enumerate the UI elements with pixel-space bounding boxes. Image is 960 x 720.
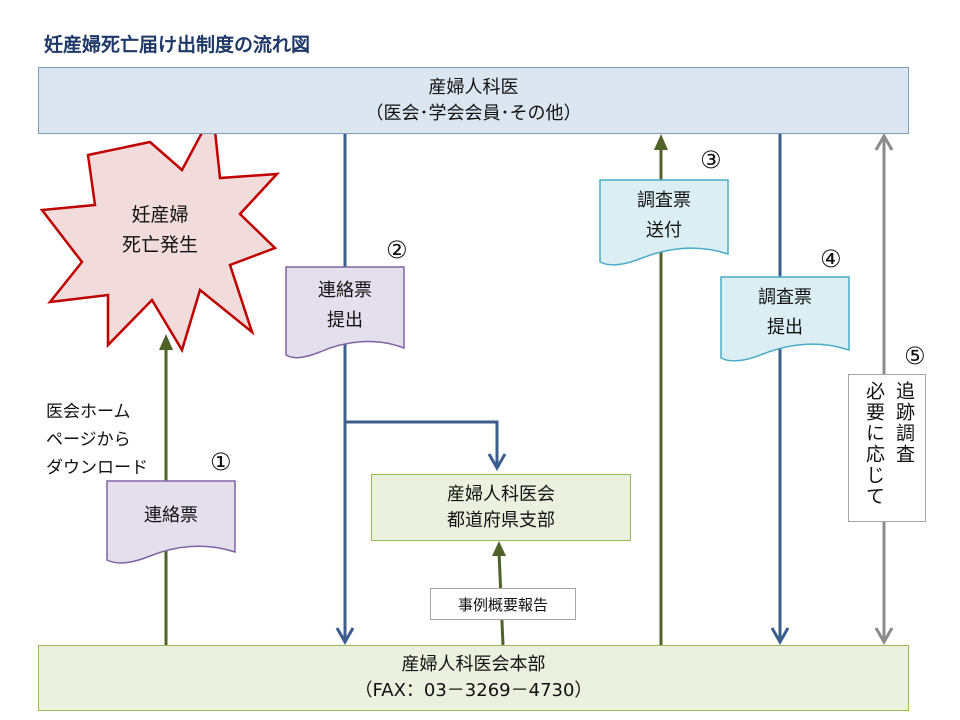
branch-line2: 都道府県支部 [447, 509, 555, 531]
step2-number: ② [386, 236, 408, 264]
doc-step4-label: 調査票 提出 [721, 283, 849, 343]
doc-step1-label: 連絡票 [144, 505, 198, 526]
download-note: 医会ホーム ページから ダウンロード [46, 398, 148, 482]
headquarters-label: 産婦人科医会本部 [401, 654, 546, 675]
branch-line1: 産婦人科医会 [447, 483, 555, 505]
prefectural-branch-box: 産婦人科医会 都道府県支部 [371, 474, 631, 541]
doc-step2-label: 連絡票 提出 [286, 276, 404, 336]
doc-step3-label: 調査票 送付 [600, 186, 728, 246]
death-event-starburst [39, 107, 281, 354]
doc-shape-step4 [720, 276, 850, 362]
doc-shape-step1 [106, 480, 236, 564]
download-note-line2: ページから [46, 430, 131, 450]
doc-shape-step2 [285, 266, 405, 359]
obstetrician-sublabel: （医会･学会会員･その他） [365, 102, 582, 124]
download-note-line3: ダウンロード [46, 458, 148, 478]
step1-number: ① [210, 448, 232, 476]
doc-step2-line1: 連絡票 [318, 280, 372, 301]
followup-col2: 必要に応じて [863, 381, 885, 507]
case-report-label: 事例概要報告 [430, 588, 576, 620]
obstetrician-box: 産婦人科医 （医会･学会会員･その他） [38, 67, 909, 134]
doc-step3-line1: 調査票 [637, 190, 691, 211]
headquarters-fax: （FAX：03－3269－4730） [354, 680, 593, 701]
followup-col1: 追跡調査 [893, 381, 915, 465]
death-event-line2: 死亡発生 [121, 234, 198, 256]
doc-step4-line1: 調査票 [758, 287, 812, 308]
arrow-step4-submit [770, 134, 790, 646]
doc-step4-line2: 提出 [767, 317, 803, 338]
page-title: 妊産婦死亡届け出制度の流れ図 [44, 34, 311, 56]
doc-step3-line2: 送付 [646, 220, 682, 241]
death-event-line1: 妊産婦 [131, 204, 189, 226]
headquarters-box: 産婦人科医会本部 （FAX：03－3269－4730） [38, 645, 909, 711]
arrow-step2-submit [335, 134, 507, 646]
obstetrician-label: 産婦人科医 [428, 76, 519, 98]
step4-number: ④ [820, 245, 842, 273]
download-note-line1: 医会ホーム [46, 402, 131, 422]
step3-number: ③ [700, 146, 722, 174]
step5-number: ⑤ [904, 342, 926, 370]
doc-shape-step3 [599, 179, 729, 266]
death-event-label: 妊産婦 死亡発生 [100, 200, 220, 260]
doc-step2-line2: 提出 [327, 310, 363, 331]
followup-box: 追跡調査 必要に応じて [848, 374, 926, 522]
